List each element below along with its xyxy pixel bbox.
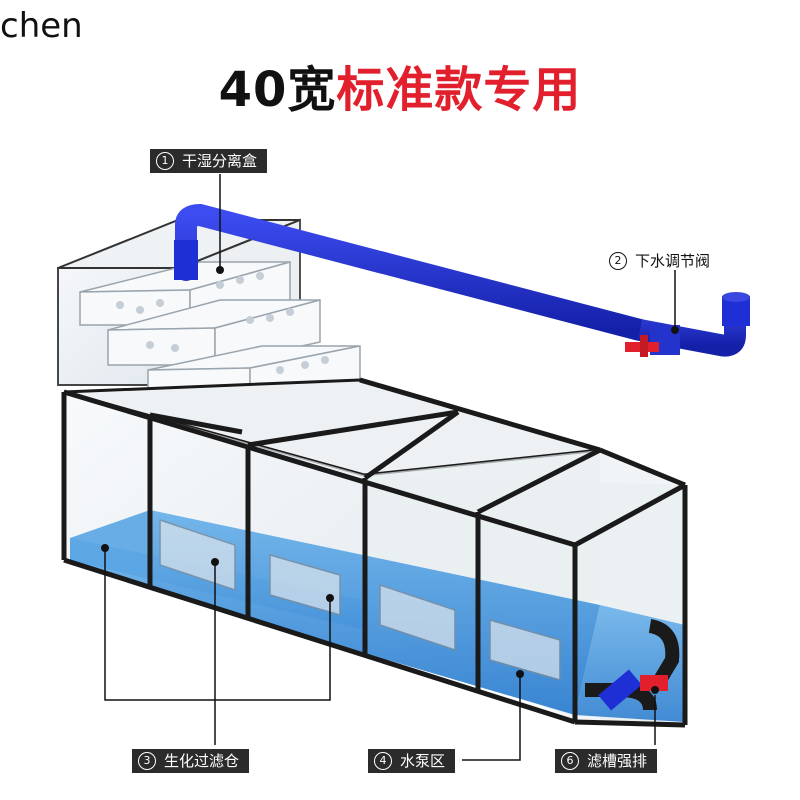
label-drain-valve: 2 下水调节阀	[603, 249, 720, 273]
leader-dots	[101, 266, 679, 694]
watermark-text: chen	[0, 6, 83, 46]
strong-drain-outlet	[585, 619, 680, 711]
valve-handle	[625, 335, 659, 357]
tank-baffles	[159, 518, 561, 681]
label-number-1: 1	[156, 152, 174, 170]
label-text-3: 生化过滤仓	[164, 752, 240, 770]
label-number-3: 3	[138, 752, 156, 770]
title-width: 40宽	[218, 62, 337, 118]
drain-pipe	[174, 203, 750, 357]
label-text-6: 滤槽强排	[587, 752, 648, 770]
label-strong-drain: 6 滤槽强排	[555, 749, 658, 773]
label-text-1: 干湿分离盒	[182, 152, 258, 170]
title-model: 标准款专用	[336, 62, 582, 118]
label-pump-zone: 4 水泵区	[368, 749, 456, 773]
page-title: 40宽标准款专用	[0, 50, 800, 120]
label-biofilter-chamber: 3 生化过滤仓	[132, 749, 250, 773]
label-text-2: 下水调节阀	[635, 252, 711, 270]
label-text-4: 水泵区	[400, 752, 446, 770]
leader-lines	[104, 174, 676, 761]
label-number-2: 2	[609, 252, 627, 270]
label-separation-box: 1 干湿分离盒	[150, 149, 268, 173]
label-number-4: 4	[374, 752, 392, 770]
tank-frame	[61, 377, 688, 728]
label-number-6: 6	[561, 752, 579, 770]
